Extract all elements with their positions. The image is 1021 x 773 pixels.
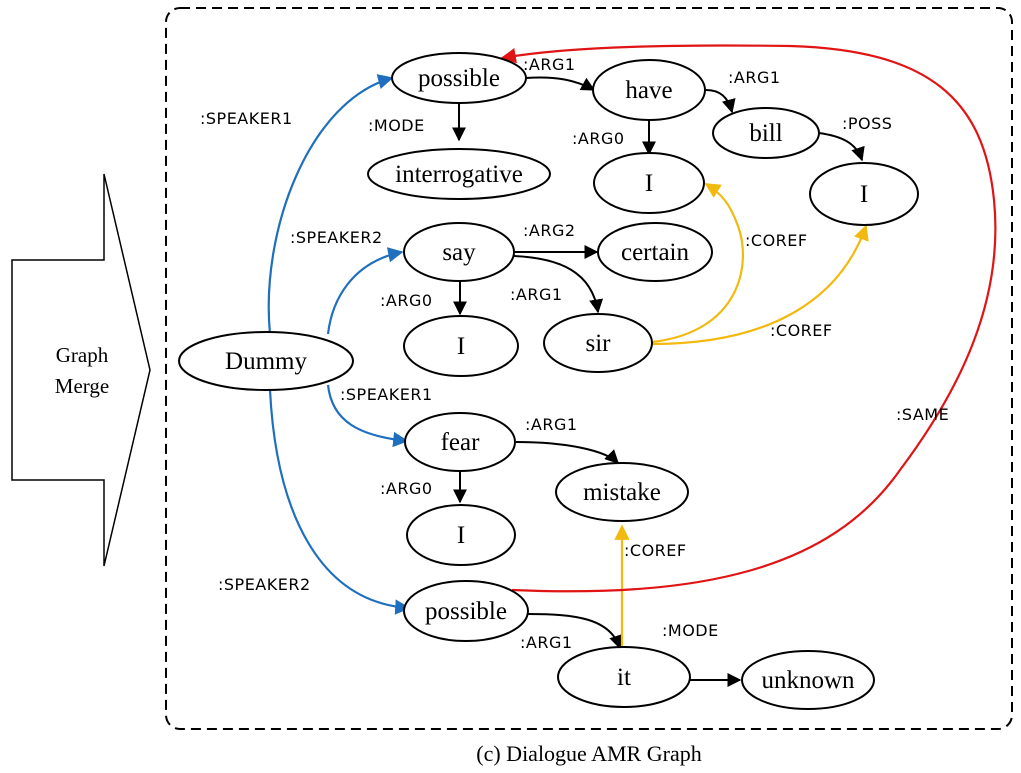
label-arg2-say: :ARG2 bbox=[523, 221, 576, 240]
label-coref-it: :COREF bbox=[624, 541, 687, 560]
edge-speaker2-bottom bbox=[268, 389, 411, 615]
node-sir: sir bbox=[543, 313, 653, 373]
edge-arg1-fear bbox=[515, 441, 619, 464]
node-i-have: I bbox=[593, 152, 705, 214]
node-have-label: have bbox=[625, 77, 672, 104]
node-unknown: unknown bbox=[741, 650, 875, 710]
node-fear-label: fear bbox=[441, 429, 481, 456]
label-arg1-fear: :ARG1 bbox=[525, 415, 578, 434]
node-i-bill-label: I bbox=[860, 181, 868, 208]
node-i-fear: I bbox=[406, 504, 516, 566]
node-i-say: I bbox=[403, 315, 519, 377]
edge-arg1-say bbox=[513, 255, 604, 314]
node-say-label: say bbox=[442, 239, 476, 266]
edge-arg1-have bbox=[705, 89, 736, 114]
node-interrogative: interrogative bbox=[367, 148, 551, 200]
edge-arg1-possible2 bbox=[527, 613, 623, 650]
node-fear: fear bbox=[404, 412, 516, 472]
node-dummy: Dummy bbox=[178, 331, 354, 391]
edge-speaker2-top bbox=[326, 247, 404, 335]
node-unknown-label: unknown bbox=[761, 667, 855, 694]
label-arg1-say: :ARG1 bbox=[510, 285, 563, 304]
label-coref-sir-have: :COREF bbox=[745, 231, 808, 250]
node-i-fear-label: I bbox=[457, 522, 465, 549]
edge-coref-sir-have bbox=[651, 183, 744, 344]
label-arg0-have: :ARG0 bbox=[572, 129, 625, 148]
node-say: say bbox=[403, 222, 515, 282]
node-possible-top-label: possible bbox=[418, 65, 500, 92]
node-mistake-label: mistake bbox=[583, 479, 661, 506]
label-poss-bill: :POSS bbox=[842, 114, 892, 133]
graph-frame bbox=[165, 7, 1013, 730]
node-certain: certain bbox=[597, 222, 713, 282]
node-i-bill: I bbox=[809, 162, 919, 226]
label-speaker1-mid: :SPEAKER1 bbox=[340, 385, 433, 404]
merge-arrow-line2: Merge bbox=[55, 374, 109, 398]
node-bill-label: bill bbox=[749, 120, 782, 147]
node-it: it bbox=[557, 646, 691, 708]
label-speaker2-top: :SPEAKER2 bbox=[290, 228, 383, 247]
figure-caption: (c) Dialogue AMR Graph bbox=[476, 741, 701, 766]
node-i-say-label: I bbox=[457, 333, 465, 360]
node-possible-top: possible bbox=[391, 52, 527, 104]
edge-poss-bill bbox=[818, 132, 865, 162]
label-speaker2-bottom: :SPEAKER2 bbox=[218, 575, 311, 594]
edge-same bbox=[500, 44, 997, 593]
label-arg1-possible: :ARG1 bbox=[523, 55, 576, 74]
label-mode-top: :MODE bbox=[368, 116, 425, 135]
label-coref-sir-bill: :COREF bbox=[770, 321, 833, 340]
merge-arrow-line1: Graph bbox=[56, 343, 109, 367]
label-arg1-have: :ARG1 bbox=[728, 68, 781, 87]
label-arg0-fear: :ARG0 bbox=[380, 479, 433, 498]
node-interrogative-label: interrogative bbox=[395, 161, 523, 188]
node-it-label: it bbox=[617, 664, 631, 691]
node-possible-bottom: possible bbox=[403, 580, 529, 642]
edge-speaker1-top bbox=[267, 74, 394, 335]
graph-merge-arrow: Graph Merge bbox=[11, 173, 151, 567]
label-same: :SAME bbox=[896, 405, 949, 424]
label-speaker1-top: :SPEAKER1 bbox=[200, 109, 293, 128]
node-certain-label: certain bbox=[621, 239, 690, 266]
node-dummy-label: Dummy bbox=[225, 348, 307, 375]
label-mode-bottom: :MODE bbox=[662, 621, 719, 640]
node-bill: bill bbox=[712, 107, 820, 159]
label-arg1-possible2: :ARG1 bbox=[520, 633, 573, 652]
node-i-have-label: I bbox=[645, 170, 653, 197]
edge-speaker1-mid bbox=[326, 384, 409, 448]
node-mistake: mistake bbox=[555, 462, 689, 522]
node-possible-bottom-label: possible bbox=[425, 598, 507, 625]
edge-arg1-possible bbox=[525, 76, 596, 91]
node-have: have bbox=[592, 59, 706, 121]
edge-coref-sir-bill bbox=[651, 224, 869, 346]
node-sir-label: sir bbox=[586, 330, 612, 357]
label-arg0-say: :ARG0 bbox=[380, 291, 433, 310]
